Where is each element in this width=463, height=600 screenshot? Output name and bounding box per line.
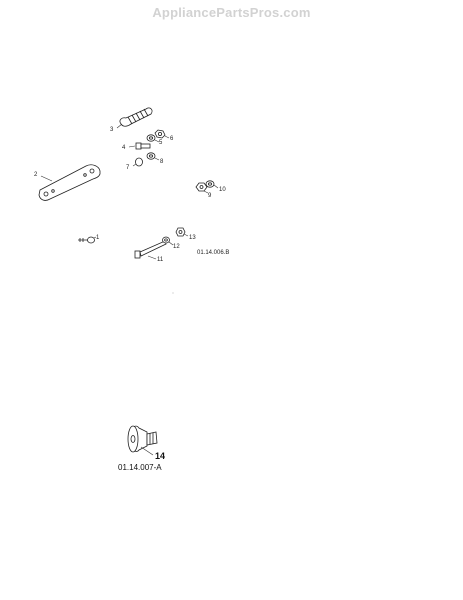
part-3-spring[interactable]: 3 [110, 107, 153, 133]
part-4-bolt[interactable]: 4 [122, 142, 151, 151]
part-6-nut[interactable]: 6 [154, 129, 174, 142]
part-2-bracket[interactable]: 2 [34, 164, 101, 201]
callout-11: 11 [157, 257, 164, 263]
callout-2: 2 [34, 172, 38, 178]
callout-14: 14 [155, 451, 165, 461]
part-1-key[interactable]: 1 [78, 235, 100, 244]
callout-5: 5 [159, 140, 163, 146]
stray-mark [172, 292, 174, 294]
callout-9: 9 [208, 193, 212, 199]
part-13-nut[interactable]: 13 [175, 227, 196, 241]
part-10-washer[interactable]: 10 [205, 180, 226, 193]
callout-8: 8 [160, 159, 164, 165]
part-12-washer[interactable]: 12 [162, 236, 181, 250]
callout-3: 3 [110, 127, 114, 133]
callout-13: 13 [189, 235, 196, 241]
callout-7: 7 [126, 165, 130, 171]
part-7-spacer[interactable]: 7 [126, 157, 143, 171]
part-8-washer[interactable]: 8 [146, 152, 164, 165]
figure-code-1: 01.14.006.B [197, 250, 229, 256]
part-11-bolt[interactable]: 11 [134, 240, 167, 263]
callout-4: 4 [122, 145, 126, 151]
part-9-nut[interactable]: 9 [195, 182, 212, 199]
figure-code-2: 01.14.007-A [118, 463, 162, 472]
part-14-knob[interactable]: 14 [127, 425, 165, 461]
watermark-text: AppliancePartsPros.com [152, 5, 311, 20]
part-5-washer[interactable]: 5 [146, 134, 163, 146]
callout-6: 6 [170, 136, 174, 142]
callout-12: 12 [173, 244, 180, 250]
callout-10: 10 [219, 187, 226, 193]
callout-1: 1 [96, 235, 100, 241]
